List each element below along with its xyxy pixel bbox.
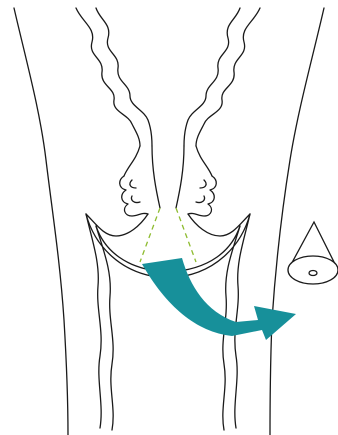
guide-dashes-icon [140,208,196,262]
cone-object-icon [288,222,338,284]
left-lower-wavy-tube-icon [86,214,113,430]
left-outer-contour-icon [14,8,68,435]
right-upper-wavy-tube-icon [184,8,260,146]
left-upper-wavy-tube-icon [76,8,152,146]
right-outer-contour-icon [270,8,324,435]
